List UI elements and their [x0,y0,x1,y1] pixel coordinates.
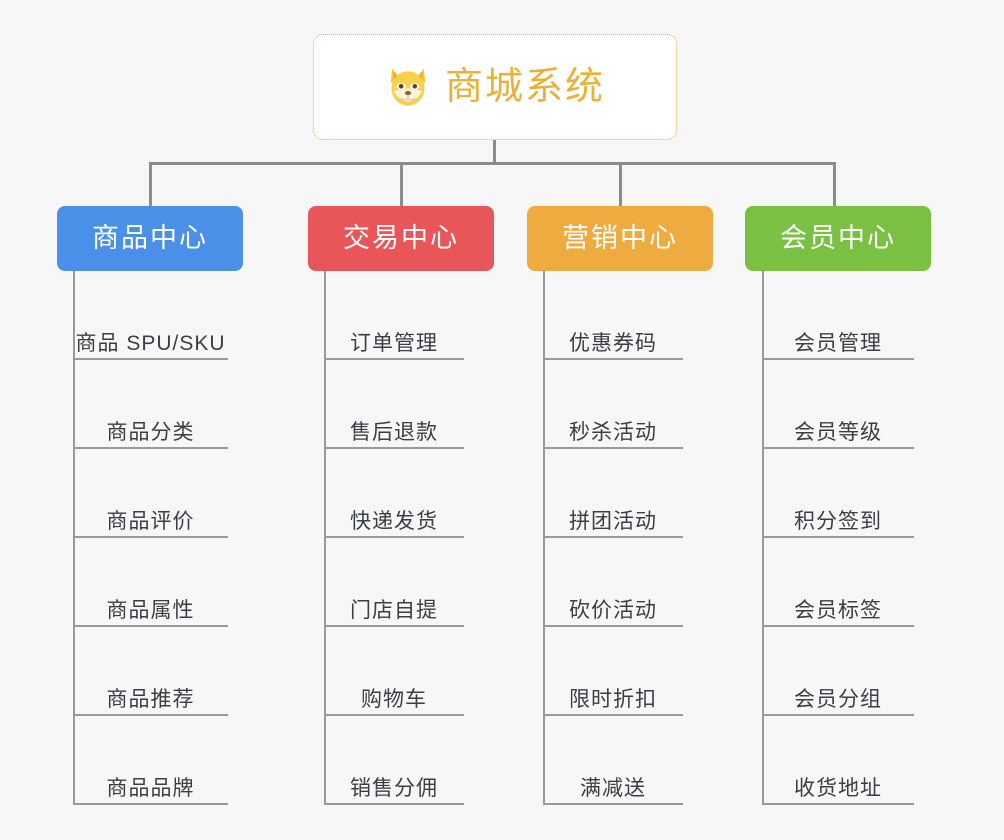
leaf-underline [324,803,464,805]
leaf-item[interactable]: 积分签到 [762,449,914,538]
leaf-label: 商品品牌 [106,776,195,800]
branch-node-3[interactable]: 会员中心 [745,206,931,271]
leaf-item[interactable]: 限时折扣 [543,627,683,716]
leaf-spine-3 [762,271,764,805]
leaf-spine-2 [543,271,545,805]
leaf-item[interactable]: 商品评价 [73,449,228,538]
leaf-underline [543,714,683,716]
leaf-underline [324,625,464,627]
leaf-item[interactable]: 快递发货 [324,449,464,538]
leaf-underline [324,447,464,449]
leaf-item[interactable]: 商品分类 [73,360,228,449]
leaf-item[interactable]: 购物车 [324,627,464,716]
shiba-dog-face-icon [390,68,426,106]
leaf-label: 门店自提 [350,598,438,622]
leaf-label: 砍价活动 [569,598,657,622]
leaf-item[interactable]: 满减送 [543,716,683,805]
leaf-item[interactable]: 会员管理 [762,271,914,360]
leaf-item[interactable]: 售后退款 [324,360,464,449]
leaf-column-1: 订单管理售后退款快递发货门店自提购物车销售分佣 [324,271,464,805]
leaf-item[interactable]: 门店自提 [324,538,464,627]
leaf-label: 订单管理 [350,331,438,355]
root-node[interactable]: 商城系统 [313,34,677,140]
leaf-underline [543,625,683,627]
leaf-label: 满减送 [580,776,646,800]
leaf-label: 售后退款 [350,420,438,444]
leaf-underline [543,358,683,360]
leaf-label: 销售分佣 [350,776,438,800]
connector-drop-3 [619,162,622,206]
leaf-item[interactable]: 会员等级 [762,360,914,449]
branch-label-3: 会员中心 [780,223,896,253]
leaf-label: 会员分组 [794,687,882,711]
branch-node-2[interactable]: 营销中心 [527,206,713,271]
leaf-spine-1 [324,271,326,805]
leaf-underline [73,536,228,538]
connector-drop-1 [149,162,152,206]
leaf-underline [762,447,914,449]
leaf-underline [73,358,228,360]
leaf-underline [324,714,464,716]
leaf-underline [73,447,228,449]
leaf-underline [73,625,228,627]
leaf-item[interactable]: 会员分组 [762,627,914,716]
leaf-item[interactable]: 销售分佣 [324,716,464,805]
leaf-label: 拼团活动 [569,509,657,533]
leaf-item[interactable]: 优惠券码 [543,271,683,360]
leaf-label: 商品 SPU/SKU [75,331,226,355]
leaf-underline [762,714,914,716]
leaf-label: 商品属性 [106,598,195,622]
leaf-label: 快递发货 [350,509,438,533]
leaf-column-3: 会员管理会员等级积分签到会员标签会员分组收货地址 [762,271,914,805]
leaf-label: 秒杀活动 [569,420,657,444]
leaf-label: 商品推荐 [106,687,195,711]
leaf-underline [324,358,464,360]
leaf-underline [73,714,228,716]
leaf-label: 收货地址 [794,776,882,800]
leaf-underline [762,625,914,627]
connector-drop-2 [400,162,403,206]
leaf-underline [543,447,683,449]
connector-root-stem [493,140,496,164]
leaf-underline [324,536,464,538]
branch-node-1[interactable]: 交易中心 [308,206,494,271]
leaf-item[interactable]: 砍价活动 [543,538,683,627]
leaf-label: 商品评价 [106,509,195,533]
leaf-label: 购物车 [361,687,427,711]
leaf-item[interactable]: 商品属性 [73,538,228,627]
leaf-label: 限时折扣 [569,687,657,711]
leaf-item[interactable]: 商品 SPU/SKU [73,271,228,360]
leaf-label: 积分签到 [794,509,882,533]
leaf-label: 会员等级 [794,420,882,444]
branch-label-1: 交易中心 [343,223,459,253]
leaf-item[interactable]: 商品推荐 [73,627,228,716]
connector-horizontal-bus [149,162,835,165]
leaf-label: 会员管理 [794,331,882,355]
leaf-item[interactable]: 订单管理 [324,271,464,360]
leaf-underline [543,536,683,538]
leaf-underline [543,803,683,805]
leaf-item[interactable]: 收货地址 [762,716,914,805]
leaf-item[interactable]: 会员标签 [762,538,914,627]
leaf-item[interactable]: 秒杀活动 [543,360,683,449]
root-title: 商城系统 [444,66,605,108]
leaf-label: 优惠券码 [569,331,657,355]
branch-label-0: 商品中心 [92,223,208,253]
branch-node-0[interactable]: 商品中心 [57,206,243,271]
leaf-underline [762,803,914,805]
leaf-column-2: 优惠券码秒杀活动拼团活动砍价活动限时折扣满减送 [543,271,683,805]
connector-drop-4 [833,162,836,206]
leaf-underline [73,803,228,805]
leaf-item[interactable]: 商品品牌 [73,716,228,805]
leaf-item[interactable]: 拼团活动 [543,449,683,538]
leaf-column-0: 商品 SPU/SKU 商品分类商品评价商品属性商品推荐商品品牌 [73,271,228,805]
leaf-label: 商品分类 [106,420,195,444]
leaf-underline [762,536,914,538]
leaf-label: 会员标签 [794,598,882,622]
leaf-underline [762,358,914,360]
leaf-spine-0 [73,271,75,805]
branch-label-2: 营销中心 [562,223,678,253]
